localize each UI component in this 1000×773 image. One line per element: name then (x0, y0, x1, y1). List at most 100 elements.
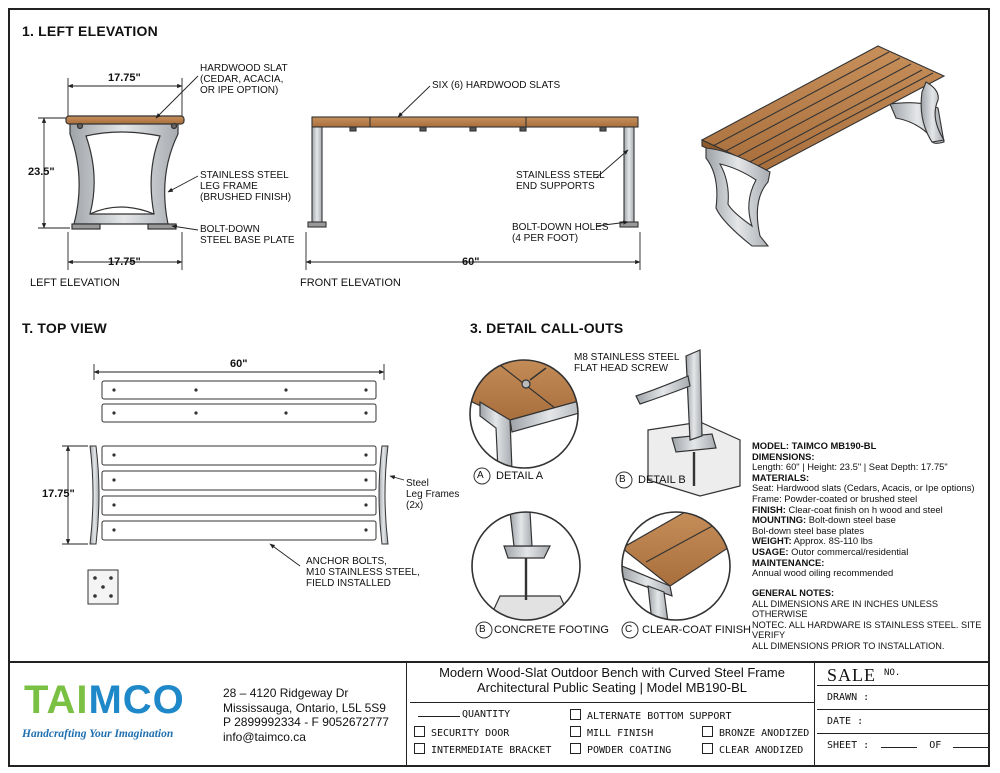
label-steel-leg-frames: Steel Leg Frames (2x) (406, 478, 460, 511)
detail-c-letter: B (479, 624, 486, 635)
checkbox-icon[interactable] (570, 743, 581, 754)
left-elevation-drawing (65, 115, 185, 230)
option-powder-coating[interactable]: POWDER COATING (570, 743, 671, 756)
quantity-label: QUANTITY (462, 709, 511, 720)
spec-mounting-heading: MOUNTING: (752, 514, 807, 526)
section-title-detail-callouts: 3. DETAIL CALL-OUTS (470, 320, 624, 336)
spec-model: MODEL: TAIMCO MB190-BL (752, 440, 877, 451)
label-anchor-bolts: ANCHOR BOLTS, M10 STAINLESS STEEL, FIELD… (306, 556, 420, 589)
caption-front-elevation: FRONT ELEVATION (300, 277, 401, 289)
left-elev-dim-top: 17.75" (108, 72, 141, 84)
sale-info-block: SALE NO. DRAWN : DATE : SHEET : OF (817, 663, 990, 766)
notes-heading: GENERAL NOTES: (752, 588, 835, 598)
spec-mounting-plates: Bol-down steel base plates (752, 524, 865, 536)
spec-usage: Outor commercal/residential (788, 545, 909, 557)
title-line-1: Modern Wood-Slat Outdoor Bench with Curv… (439, 665, 785, 680)
label-six-slats: SIX (6) HARDWOOD SLATS (432, 80, 561, 91)
label-m8-screw: M8 STAINLESS STEEL FLAT HEAD SCREW (574, 352, 680, 374)
label-end-supports: STAINLESS STEEL END SUPPORTS (516, 170, 605, 192)
address-line-1: 28 – 4120 Ridgeway Dr (223, 686, 349, 700)
logo-text: TAIMCO (24, 679, 185, 719)
option-bronze-anodized[interactable]: BRONZE ANODIZED (702, 726, 809, 739)
drawing-title: Modern Wood-Slat Outdoor Bench with Curv… (410, 665, 814, 695)
drawing-sheet (8, 8, 990, 767)
spec-mounting: Bolt-down steel base (806, 514, 896, 526)
spec-weight-heading: WEIGHT: (752, 535, 792, 547)
notes-line-3: ALL DIMENSIONS PRIOR TO INSTALLATION. (752, 640, 945, 651)
company-phone: P 2899992334 - F 9052672777 (223, 715, 389, 729)
detail-c-label: CONCRETE FOOTING (494, 624, 609, 636)
checkbox-icon[interactable] (570, 726, 581, 737)
spec-finish-heading: FINISH: (752, 503, 786, 515)
section-title-left-elevation: 1. LEFT ELEVATION (22, 23, 158, 39)
detail-d-label: CLEAR-COAT FINISH (642, 624, 751, 636)
drawn-label: DRAWN : (827, 692, 870, 703)
spec-finish: Clear-coat finish on h wood and steel (785, 503, 943, 515)
spec-usage-heading: USAGE: (752, 545, 789, 557)
option-intermediate-bracket[interactable]: INTERMEDIATE BRACKET (414, 743, 551, 756)
detail-a-letter: A (477, 470, 484, 481)
label-hardwood-slat: HARDWOOD SLAT (CEDAR, ACACIA, OR IPE OPT… (200, 63, 288, 96)
bench-isometric-drawing (700, 45, 946, 247)
top-view-drawing (87, 380, 389, 605)
sale-no-label: NO. (884, 668, 901, 678)
detail-d-letter: C (625, 624, 633, 635)
section-title-top-view: T. TOP VIEW (22, 320, 107, 336)
label-bolt-holes: BOLT-DOWN HOLES (4 PER FOOT) (512, 222, 609, 244)
detail-b-label: DETAIL B (638, 474, 686, 486)
spec-materials-heading: MATERIALS: (752, 471, 810, 483)
detail-a-label: DETAIL A (496, 470, 544, 482)
front-elev-dim-width: 60" (462, 256, 480, 268)
address-line-2: Mississauga, Ontario, L5L 5S9 (223, 700, 386, 715)
detail-b-drawing (635, 349, 741, 497)
notes-line-2: NOTEC. ALL HARDWARE IS STAINLESS STEEL. … (752, 619, 982, 641)
detail-a-drawing (469, 359, 579, 469)
option-mill-finish[interactable]: MILL FINISH (570, 726, 653, 739)
company-email[interactable]: info@taimco.ca (223, 729, 306, 744)
spec-weight: Approx. 8S-110 lbs (791, 535, 873, 547)
left-elevation-dimensions (38, 75, 199, 270)
left-elev-dim-bottom: 17.75" (108, 256, 141, 268)
checkbox-icon[interactable] (570, 709, 581, 720)
label-steel-leg-frame: STAINLESS STEEL LEG FRAME (BRUSHED FINIS… (200, 170, 292, 203)
sheet-label: SHEET : (827, 740, 870, 751)
general-notes: GENERAL NOTES: ALL DIMENSIONS ARE IN INC… (752, 588, 984, 651)
detail-b-letter: B (619, 474, 626, 485)
checkbox-icon[interactable] (414, 743, 425, 754)
option-alternate-bottom[interactable]: ALTERNATE BOTTOM SUPPORT (570, 709, 732, 722)
company-address: 28 – 4120 Ridgeway Dr Mississauga, Ontar… (223, 686, 389, 744)
spec-materials-frame: Frame: Powder-coated or brushed steel (752, 492, 918, 504)
title-block (8, 661, 990, 767)
detail-c-drawing (471, 511, 581, 621)
taimco-logo-mark: TAIMCO (24, 678, 185, 722)
spec-dimensions-heading: DIMENSIONS: (752, 450, 815, 462)
of-label: OF (929, 740, 942, 751)
sale-label: SALE (827, 665, 876, 685)
detail-d-drawing (621, 511, 731, 621)
title-line-2: Architectural Public Seating | Model MB1… (476, 680, 747, 695)
spec-maintenance-heading: MAINTENANCE: (752, 556, 825, 568)
company-tagline: Handcrafting Your Imagination (22, 728, 174, 740)
front-elevation-dimensions (305, 85, 641, 270)
top-view-dimensions (62, 364, 405, 567)
option-security-door[interactable]: SECURITY DOOR (414, 726, 509, 739)
specifications-block: MODEL: TAIMCO MB190-BL DIMENSIONS: Lengt… (752, 440, 984, 579)
spec-dimensions: Length: 60" | Height: 23.5" | Seat Depth… (752, 461, 948, 473)
label-base-plate: BOLT-DOWN STEEL BASE PLATE (200, 224, 295, 246)
front-elevation-drawing (307, 116, 639, 228)
top-view-dim-width: 60" (230, 358, 248, 370)
top-view-dim-depth: 17.75" (42, 488, 75, 500)
checkbox-icon[interactable] (702, 743, 713, 754)
option-clear-anodized[interactable]: CLEAR ANODIZED (702, 743, 803, 756)
checkbox-icon[interactable] (414, 726, 425, 737)
spec-materials-seat: Seat: Hardwood slats (Cedars, Acacis, or… (752, 482, 975, 494)
caption-left-elevation: LEFT ELEVATION (30, 277, 120, 289)
options-block: QUANTITY ALTERNATE BOTTOM SUPPORT SECURI… (410, 702, 814, 767)
date-label: DATE : (827, 716, 864, 727)
notes-line-1: ALL DIMENSIONS ARE IN INCHES UNLESS OTHE… (752, 598, 939, 620)
company-logo: TAIMCO Handcrafting Your Imagination (22, 678, 212, 740)
checkbox-icon[interactable] (702, 726, 713, 737)
spec-maintenance: Annual wood oiling recommended (752, 567, 894, 579)
detail-letter-circles (473, 467, 639, 639)
